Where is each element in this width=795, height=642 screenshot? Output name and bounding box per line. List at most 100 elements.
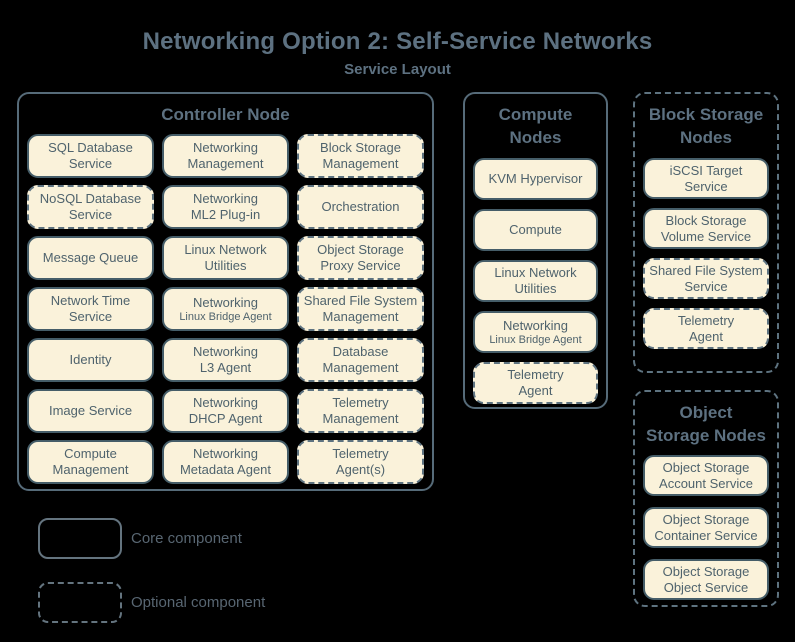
service-label: Telemetry: [677, 312, 735, 328]
controller-services-grid: SQL Database Service Networking Manageme…: [27, 134, 424, 484]
object-storage-nodes-container: Object Storage Nodes Object Storage Acco…: [633, 390, 779, 607]
object-storage-nodes-title: Object Storage Nodes: [635, 401, 777, 447]
service-sublabel: Linux Bridge Agent: [489, 333, 582, 346]
compute-nodes-title-line1: Compute: [498, 105, 573, 124]
legend-core-label: Core component: [131, 530, 242, 547]
service-label: Networking: [192, 294, 259, 310]
service-label: SQL Database: [48, 140, 133, 155]
service-label: Service: [68, 207, 113, 222]
service-label: Proxy Service: [320, 258, 401, 273]
service-label: Telemetry: [507, 367, 564, 382]
service-label: Orchestration: [321, 199, 400, 214]
service-label: Compute: [509, 222, 562, 237]
service-sql-database: SQL Database Service: [27, 134, 154, 178]
object-storage-services-stack: Object Storage Account Service Object St…: [643, 455, 769, 600]
compute-services-stack: KVM Hypervisor Compute Linux Network Uti…: [473, 158, 598, 404]
service-message-queue: Message Queue: [27, 236, 154, 280]
service-label: Telemetry: [332, 395, 389, 410]
service-label: iSCSI Target: [669, 162, 743, 178]
block-storage-services-stack: iSCSI Target Service Block Storage Volum…: [643, 158, 769, 349]
service-networking-linux-bridge-agent: Networking Linux Bridge Agent: [473, 311, 598, 353]
service-label: Shared File System: [303, 293, 418, 308]
service-label: Linux Network: [494, 265, 577, 280]
block-storage-nodes-title: Block Storage Nodes: [635, 103, 777, 149]
service-kvm-hypervisor: KVM Hypervisor: [473, 158, 598, 200]
service-label: KVM Hypervisor: [488, 171, 583, 186]
service-label: Service: [684, 178, 728, 194]
service-label: Agent: [689, 328, 723, 344]
page-title: Networking Option 2: Self-Service Networ…: [142, 28, 653, 55]
service-label: Management: [52, 462, 129, 477]
controller-node-title: Controller Node: [19, 103, 432, 126]
service-shared-file-system: Shared File System Service: [643, 258, 769, 299]
service-label: Message Queue: [42, 250, 139, 265]
service-label: Linux Network: [184, 242, 267, 257]
service-telemetry-management: Telemetry Management: [297, 389, 424, 433]
service-label: ML2 Plug-in: [190, 207, 261, 222]
service-label: Volume Service: [660, 228, 752, 244]
service-shared-file-system-management: Shared File System Management: [297, 287, 424, 331]
service-compute: Compute: [473, 209, 598, 251]
service-label: Object Storage: [662, 563, 750, 579]
service-label: Agent: [518, 383, 553, 398]
service-label: Network Time: [50, 293, 131, 308]
service-identity: Identity: [27, 338, 154, 382]
service-block-storage-volume: Block Storage Volume Service: [643, 208, 769, 249]
service-networking-management: Networking Management: [162, 134, 289, 178]
service-label: Service: [684, 278, 728, 294]
service-label: Management: [322, 156, 399, 171]
block-storage-title-line1: Block Storage: [648, 105, 764, 124]
legend-optional-row: Optional component: [38, 582, 265, 623]
service-object-storage-object: Object Storage Object Service: [643, 559, 769, 600]
service-label: Container Service: [654, 527, 758, 543]
service-label: Object Storage: [662, 459, 750, 475]
service-telemetry-agent: Telemetry Agent: [643, 308, 769, 349]
service-label: Metadata Agent: [179, 462, 272, 477]
service-label: Networking: [192, 446, 259, 461]
service-label: Compute: [64, 446, 117, 461]
service-label: Networking: [502, 317, 569, 333]
service-label: Management: [322, 360, 399, 375]
service-label: DHCP Agent: [188, 411, 263, 426]
service-object-storage-proxy: Object Storage Proxy Service: [297, 236, 424, 280]
service-networking-dhcp-agent: Networking DHCP Agent: [162, 389, 289, 433]
service-linux-network-utilities: Linux Network Utilities: [162, 236, 289, 280]
service-networking-metadata-agent: Networking Metadata Agent: [162, 440, 289, 484]
service-label: Utilities: [204, 258, 247, 273]
service-label: Block Storage: [665, 212, 747, 228]
service-label: Object Storage: [317, 242, 404, 257]
service-label: Service: [68, 156, 113, 171]
object-storage-title-line2: Storage Nodes: [646, 426, 766, 445]
service-label: NoSQL Database: [39, 191, 142, 206]
service-label: Networking: [192, 191, 259, 206]
service-database-management: Database Management: [297, 338, 424, 382]
block-storage-nodes-container: Block Storage Nodes iSCSI Target Service…: [633, 92, 779, 373]
service-orchestration: Orchestration: [297, 185, 424, 229]
service-label: Service: [68, 309, 113, 324]
service-label: Block Storage: [320, 140, 401, 155]
service-block-storage-management: Block Storage Management: [297, 134, 424, 178]
service-networking-l3-agent: Networking L3 Agent: [162, 338, 289, 382]
service-label: Management: [322, 309, 399, 324]
service-label: Shared File System: [649, 262, 763, 278]
service-label: Management: [322, 411, 399, 426]
service-networking-linux-bridge-agent: Networking Linux Bridge Agent: [162, 287, 289, 331]
controller-node-container: Controller Node SQL Database Service Net…: [17, 92, 434, 491]
legend-optional-label: Optional component: [131, 594, 266, 611]
legend-core-swatch: [38, 518, 122, 559]
compute-nodes-container: Compute Nodes KVM Hypervisor Compute Lin…: [463, 92, 608, 409]
legend-core-row: Core component: [38, 518, 242, 559]
service-iscsi-target: iSCSI Target Service: [643, 158, 769, 199]
service-object-storage-account: Object Storage Account Service: [643, 455, 769, 496]
service-label: Telemetry: [332, 446, 389, 461]
service-label: Identity: [69, 352, 112, 367]
service-label: Networking: [192, 395, 259, 410]
service-linux-network-utilities: Linux Network Utilities: [473, 260, 598, 302]
service-label: Object Storage: [662, 511, 750, 527]
compute-nodes-title: Compute Nodes: [465, 103, 606, 149]
block-storage-title-line2: Nodes: [680, 128, 732, 147]
page-subtitle: Service Layout: [344, 61, 451, 78]
service-label: Management: [187, 156, 264, 171]
object-storage-title-line1: Object: [679, 403, 733, 422]
service-label: Utilities: [514, 281, 557, 296]
